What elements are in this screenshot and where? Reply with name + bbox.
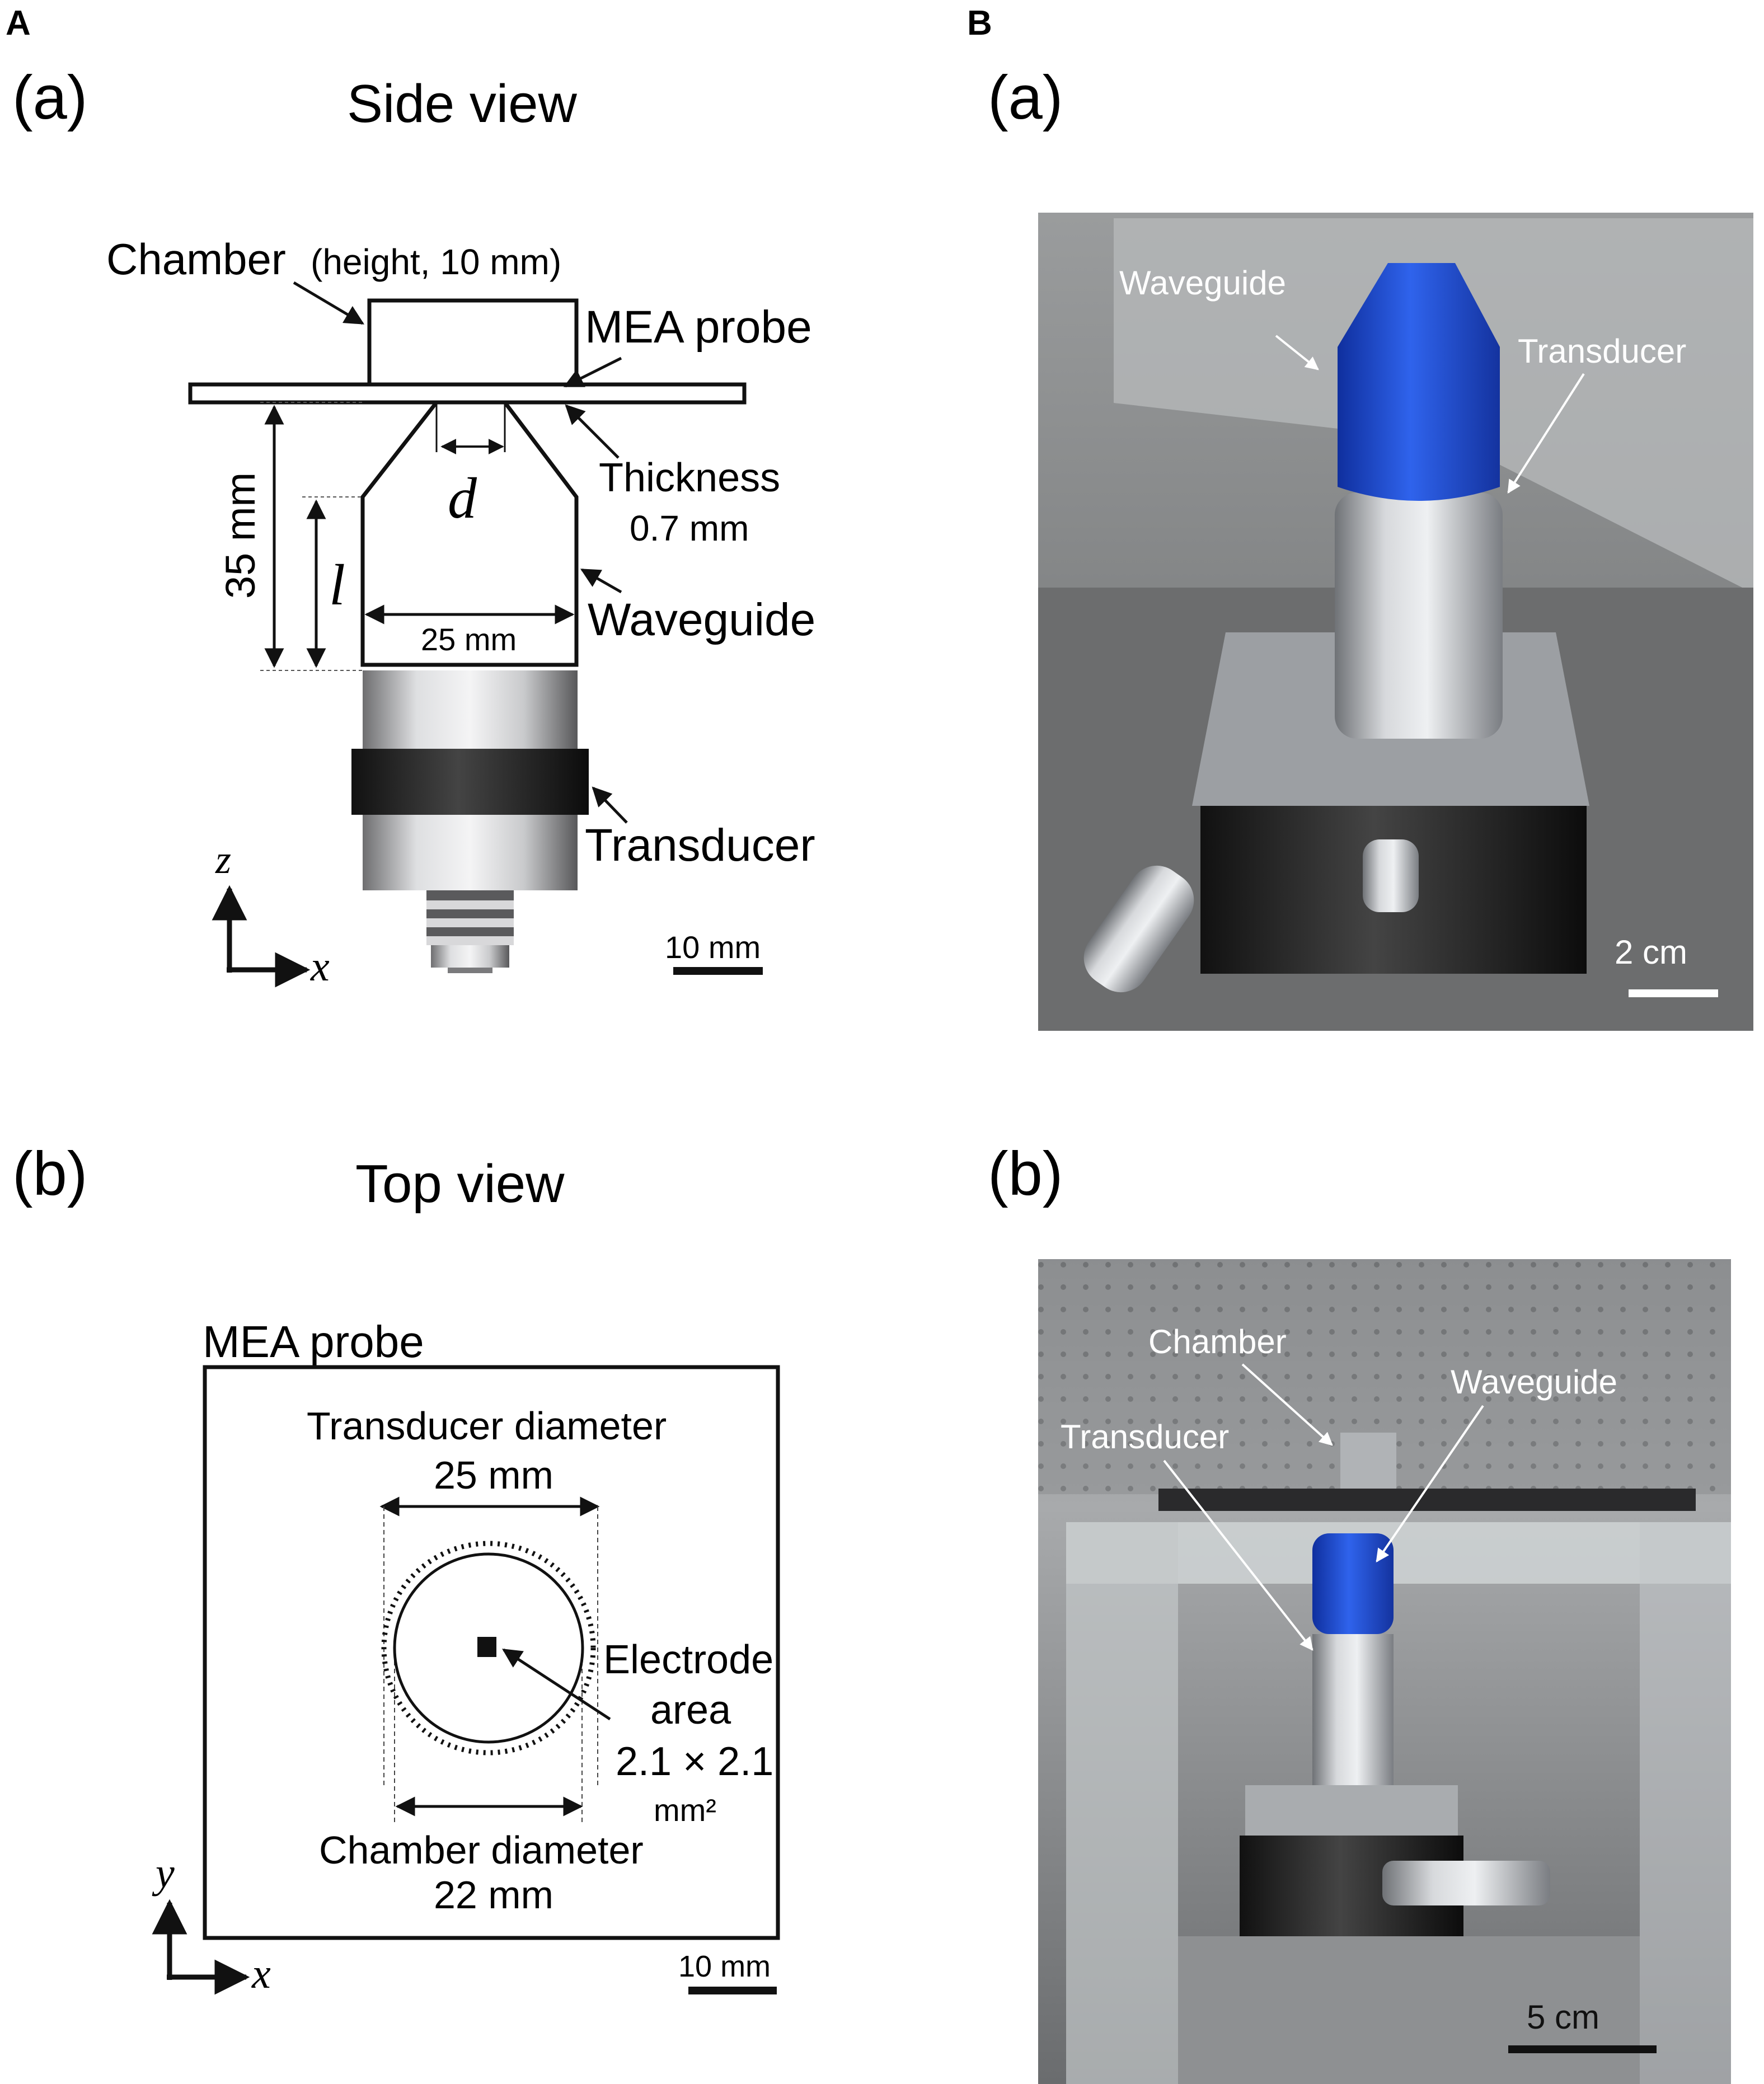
photo-b-transducer-cylinder	[1312, 1634, 1394, 1802]
thickness-label: Thickness	[599, 456, 780, 500]
electrode-label: Electrode	[603, 1637, 773, 1682]
height-dimension-label: 35 mm	[217, 472, 264, 599]
transducer-connector	[426, 890, 514, 973]
side-view-axes	[212, 885, 311, 988]
transducer-diameter-label: Transducer diameter	[307, 1404, 667, 1448]
photo-b-acrylic-left	[1066, 1522, 1178, 2084]
mea-probe-label: MEA probe	[585, 302, 812, 353]
transducer-arrow	[592, 786, 628, 824]
photo-a-scale-bar-label: 2 cm	[1615, 933, 1687, 971]
side-view-diagram: (a) Side view Chamber (height, 10 mm) ME…	[12, 63, 815, 990]
chamber-shape	[367, 298, 579, 387]
transducer-outline-dotted	[381, 1541, 596, 1756]
photo-b-chamber	[1340, 1433, 1396, 1489]
chamber-label: Chamber	[106, 234, 286, 284]
photo-b-waveguide-label: Waveguide	[1451, 1363, 1617, 1401]
photo-a-micrometer	[1083, 865, 1194, 993]
photo-b-stage-plate	[1245, 1785, 1458, 1836]
photo-b-sub-label: (b)	[988, 1139, 1063, 1208]
chamber-diameter-label: Chamber diameter	[319, 1828, 644, 1872]
photo-a-waveguide-cone	[1338, 263, 1500, 501]
mea-probe-arrow	[563, 356, 622, 388]
panel-letter-b: B	[967, 4, 992, 43]
mea-probe-plate	[188, 382, 747, 405]
thickness-arrow	[565, 404, 620, 459]
d-symbol: d	[448, 466, 477, 531]
photo-b-chamber-arrow	[1241, 1363, 1333, 1446]
photo-a-transducer-label: Transducer	[1518, 332, 1686, 370]
electrode-unit-label: mm²	[654, 1792, 716, 1828]
scale-bar	[688, 1987, 777, 1994]
photo-a-transducer-arrow	[1507, 373, 1585, 494]
scale-bar	[673, 967, 763, 975]
photo-b-mea-plate	[1158, 1489, 1696, 1511]
top-view-title: Top view	[355, 1154, 565, 1214]
photo-b-transducer-label: Transducer	[1061, 1418, 1229, 1456]
axis-x-label: x	[251, 1950, 271, 1997]
photo-a-waveguide-label: Waveguide	[1119, 264, 1286, 302]
photo-a: Waveguide Transducer 2 cm	[1038, 213, 1753, 1031]
transducer-body-upper	[363, 670, 578, 749]
photo-b-waveguide-arrow	[1376, 1405, 1484, 1562]
side-view-title: Side view	[347, 74, 578, 134]
photo-b-transducer-arrow	[1163, 1459, 1313, 1651]
axis-z-label: z	[215, 837, 231, 882]
electrode-area-label: area	[650, 1688, 731, 1733]
chamber-arrow	[293, 281, 365, 325]
scale-bar-label: 10 mm	[665, 930, 761, 965]
waveguide-arrow	[580, 568, 622, 594]
side-view-sub-label: (a)	[12, 63, 87, 132]
electrode-arrow	[502, 1648, 611, 1721]
mea-probe-label: MEA probe	[203, 1317, 424, 1367]
transducer-diameter-value: 25 mm	[434, 1453, 553, 1497]
top-view-sub-label: (b)	[12, 1139, 87, 1208]
l-symbol: l	[329, 553, 345, 617]
photo-b-acrylic-right	[1640, 1522, 1731, 2084]
mea-probe-outline	[203, 1365, 780, 1940]
transducer-label: Transducer	[585, 820, 815, 871]
photo-a-transducer-cylinder	[1335, 492, 1503, 739]
photo-b: Chamber Waveguide Transducer 5 cm	[1038, 1259, 1731, 2084]
thickness-value: 0.7 mm	[630, 508, 749, 548]
width-dimension-label: 25 mm	[421, 622, 517, 657]
transducer-body-lower	[363, 815, 578, 890]
chamber-outline	[393, 1552, 584, 1744]
photo-b-scale-bar-label: 5 cm	[1527, 1998, 1599, 2036]
photo-b-micrometer	[1382, 1861, 1550, 1905]
axis-y-label: y	[152, 1850, 175, 1897]
photo-a-sub-label: (a)	[988, 63, 1063, 132]
photo-b-scale-bar	[1508, 2045, 1657, 2053]
top-view-axes	[152, 1899, 250, 1995]
photo-a-waveguide-arrow	[1275, 335, 1319, 370]
photo-b-floor	[1178, 1936, 1640, 2084]
photo-a-stage-knob	[1363, 839, 1419, 912]
chamber-diameter-value: 22 mm	[434, 1873, 553, 1917]
photo-a-scale-bar	[1629, 989, 1718, 997]
top-view-diagram: (b) Top view MEA probe Transducer diamet…	[12, 1139, 780, 1997]
electrode-area-square	[477, 1637, 496, 1657]
electrode-size-label: 2.1 × 2.1	[616, 1739, 773, 1784]
transducer-band	[351, 749, 589, 815]
axis-x-label: x	[310, 943, 330, 990]
chamber-height-label: (height, 10 mm)	[311, 242, 561, 282]
photo-b-chamber-label: Chamber	[1148, 1323, 1287, 1360]
panel-letter-a: A	[6, 4, 31, 43]
scale-bar-label: 10 mm	[678, 1950, 771, 1983]
waveguide-label: Waveguide	[588, 594, 815, 645]
photo-b-waveguide-cone	[1312, 1533, 1394, 1634]
